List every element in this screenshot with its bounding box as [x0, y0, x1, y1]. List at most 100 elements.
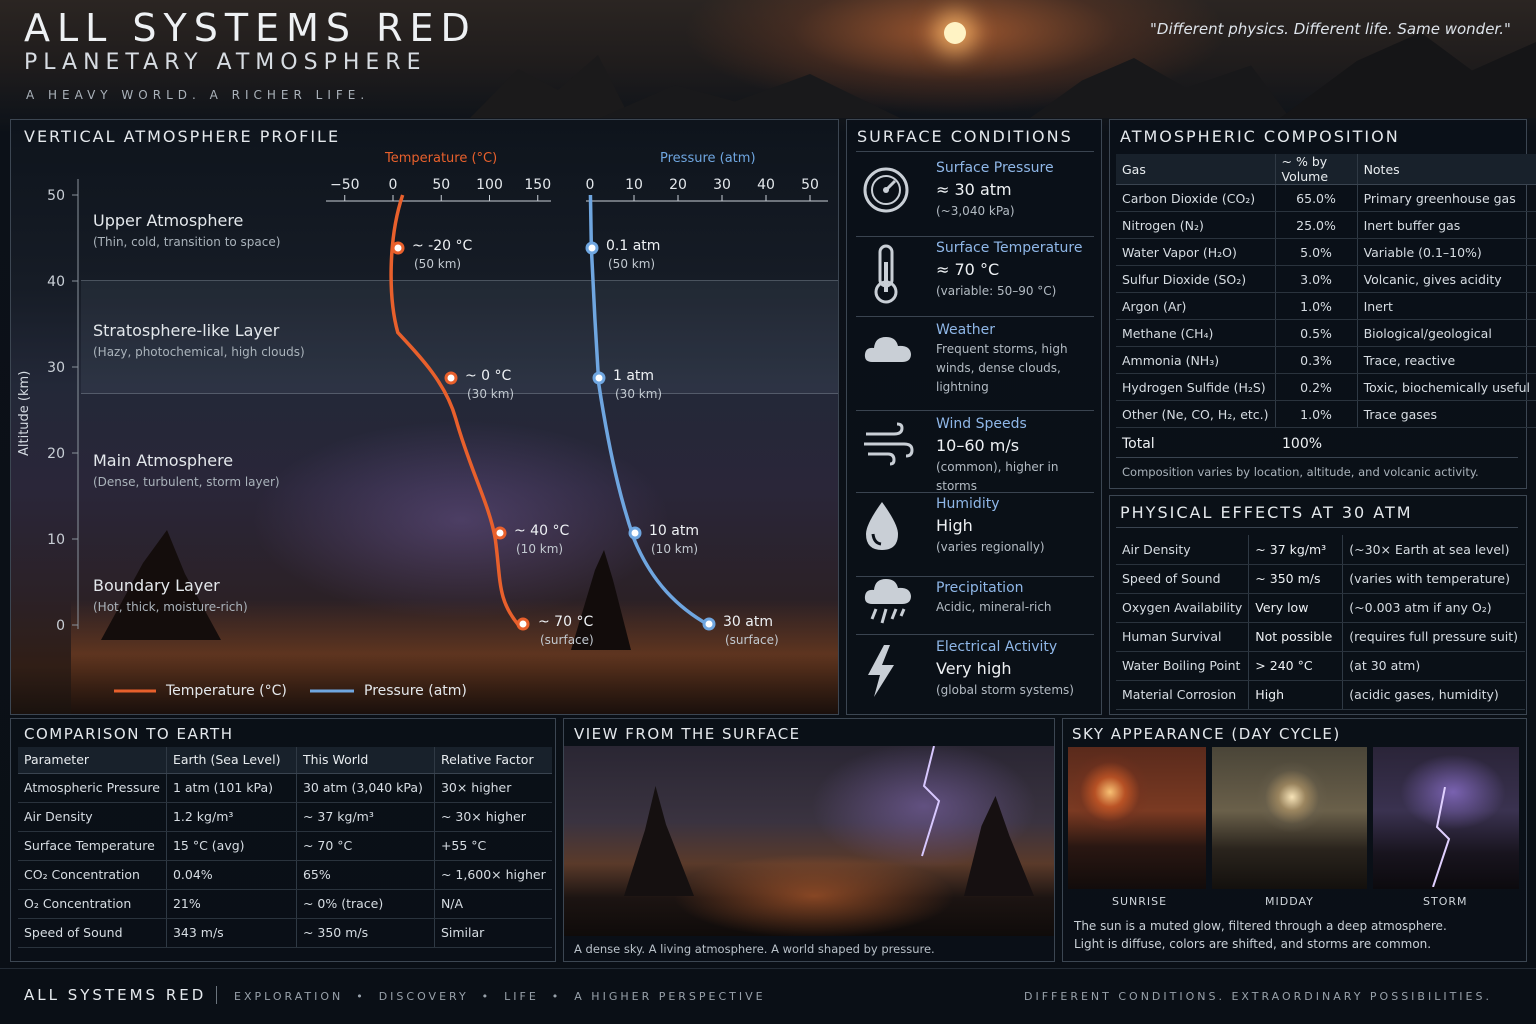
temp-point-label: ~ 40 °C [514, 523, 570, 539]
pressure-point-label: 30 atm [723, 614, 773, 630]
param-name: Speed of Sound [18, 918, 167, 948]
composition-table: Gas ~ % by Volume Notes Carbon Dioxide (… [1116, 154, 1536, 428]
temperature-points [391, 241, 530, 631]
composition-title: ATMOSPHERIC COMPOSITION [1120, 127, 1400, 146]
altitude-tick-label: 50 [47, 188, 65, 204]
gas-name: Other (Ne, CO, H₂, etc.) [1116, 400, 1276, 428]
temp-point-label: ~ 0 °C [465, 368, 512, 384]
composition-row: Carbon Dioxide (CO₂)65.0%Primary greenho… [1116, 184, 1536, 212]
main-subtitle: PLANETARY ATMOSPHERE [24, 50, 427, 75]
gas-percent: 1.0% [1275, 400, 1358, 428]
param-name: CO₂ Concentration [18, 860, 167, 890]
vertical-profile-panel [10, 119, 839, 715]
gas-percent: 0.5% [1275, 319, 1358, 347]
stratosphere-band [81, 280, 838, 394]
sky-caption-1: The sun is a muted glow, filtered throug… [1074, 919, 1447, 933]
gas-note: Volcanic, gives acidity [1357, 265, 1536, 293]
thermometer-icon [862, 242, 910, 310]
composition-row: Argon (Ar)1.0%Inert [1116, 292, 1536, 320]
surface-item-note: (varies regionally) [936, 540, 1045, 554]
y-axis-label: Altitude (km) [17, 370, 32, 456]
temp-point-sub: (10 km) [516, 542, 564, 556]
effect-note: (~0.003 atm if any O₂) [1342, 593, 1525, 623]
sky-midday-image [1212, 747, 1367, 889]
relative-factor: 30× higher [434, 773, 553, 803]
effect-name: Air Density [1116, 535, 1250, 565]
surface-item: Surface Pressure≈ 30 atm(~3,040 kPa) [856, 158, 1094, 238]
view-caption: A dense sky. A living atmosphere. A worl… [574, 942, 935, 956]
temperature-curve [389, 194, 520, 627]
temp-point-sub: (30 km) [467, 387, 515, 401]
world-value: 65% [296, 860, 435, 890]
layer-name: Upper Atmosphere [93, 211, 244, 230]
surface-item-note: (global storm systems) [936, 683, 1074, 697]
earth-value: 343 m/s [166, 918, 297, 948]
gas-percent: 1.0% [1275, 292, 1358, 320]
effect-value: Very low [1248, 593, 1344, 623]
gas-name: Sulfur Dioxide (SO₂) [1116, 265, 1276, 293]
physical-table-wrap: Air Density~ 37 kg/m³(~30× Earth at sea … [1116, 535, 1525, 710]
temperature-point [444, 371, 458, 385]
surface-item-value: 10–60 m/s [936, 436, 1020, 455]
gas-percent: 3.0% [1275, 265, 1358, 293]
surface-divider [856, 410, 1094, 411]
surface-conditions-panel [846, 119, 1102, 715]
pressure-point-sub: (30 km) [615, 387, 663, 401]
pressure-point [592, 371, 606, 385]
composition-row: Water Vapor (H₂O)5.0%Variable (0.1–10%) [1116, 238, 1536, 266]
param-name: Surface Temperature [18, 831, 167, 861]
comparison-table: Parameter Earth (Sea Level) This World R… [18, 747, 553, 948]
surface-item-label: Wind Speeds [936, 416, 1027, 432]
col-this-world: This World [296, 747, 435, 774]
temperature-point [493, 526, 507, 540]
temperature-point [391, 241, 405, 255]
param-name: Atmospheric Pressure [18, 773, 167, 803]
world-value: 30 atm (3,040 kPa) [296, 773, 435, 803]
composition-row: Sulfur Dioxide (SO₂)3.0%Volcanic, gives … [1116, 265, 1536, 293]
pressure-point-label: 1 atm [613, 368, 655, 384]
col-notes: Notes [1357, 154, 1536, 185]
altitude-tick-label: 20 [47, 446, 65, 462]
layer-description: (Dense, turbulent, storm layer) [93, 475, 280, 489]
gas-name: Argon (Ar) [1116, 292, 1276, 320]
composition-total-label: Total [1122, 436, 1155, 452]
world-value: ~ 37 kg/m³ [296, 802, 435, 832]
composition-row: Ammonia (NH₃)0.3%Trace, reactive [1116, 346, 1536, 374]
world-value: ~ 350 m/s [296, 918, 435, 948]
altitude-tick-label: 40 [47, 274, 65, 290]
surface-divider [856, 316, 1094, 317]
layer-name: Boundary Layer [93, 576, 220, 595]
effect-value: ~ 350 m/s [1248, 564, 1344, 594]
sky-label-midday: MIDDAY [1265, 895, 1314, 908]
col-relative: Relative Factor [434, 747, 553, 774]
gas-note: Variable (0.1–10%) [1357, 238, 1536, 266]
effect-note: (at 30 atm) [1342, 651, 1525, 681]
altitude-tick-label: 10 [47, 532, 65, 548]
physical-table: Air Density~ 37 kg/m³(~30× Earth at sea … [1116, 535, 1525, 710]
surface-divider [856, 492, 1094, 493]
surface-item-note: (variable: 50–90 °C) [936, 284, 1057, 298]
header-quote: "Different physics. Different life. Same… [1150, 20, 1511, 38]
surface-item-note: Frequent storms, high winds, dense cloud… [936, 342, 1068, 394]
main-title: ALL SYSTEMS RED [24, 6, 477, 50]
surface-item-note: (common), higher in storms [936, 460, 1059, 493]
surface-item-note: (~3,040 kPa) [936, 204, 1015, 218]
earth-value: 1 atm (101 kPa) [166, 773, 297, 803]
gas-percent: 0.2% [1275, 373, 1358, 401]
legend-pressure-label: Pressure (atm) [364, 683, 467, 699]
pressure-point [628, 526, 642, 540]
rain-cloud-icon [862, 576, 914, 630]
surface-item-value: Very high [936, 659, 1012, 678]
col-earth: Earth (Sea Level) [166, 747, 297, 774]
pressure-tick-label: 20 [669, 177, 687, 193]
gas-note: Trace, reactive [1357, 346, 1536, 374]
gas-percent: 25.0% [1275, 211, 1358, 239]
temp-point-sub: (surface) [540, 633, 594, 647]
sky-label-storm: STORM [1423, 895, 1468, 908]
pressure-point-sub: (50 km) [608, 257, 656, 271]
